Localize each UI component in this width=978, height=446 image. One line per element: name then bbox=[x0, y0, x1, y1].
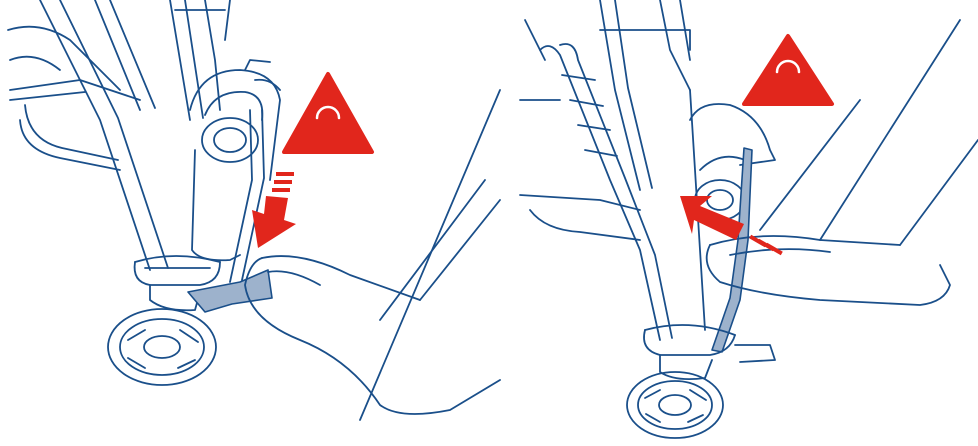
wheel-right bbox=[627, 372, 723, 438]
wheel-left bbox=[108, 309, 216, 385]
brake-pedal-highlight bbox=[188, 270, 272, 312]
warning-triangle-icon bbox=[284, 74, 372, 152]
release-lever-highlight bbox=[712, 148, 752, 352]
press-down-arrow bbox=[252, 172, 296, 248]
warning-triangle-icon bbox=[744, 36, 832, 104]
wheel-fork-right bbox=[644, 325, 775, 379]
panel-brake-engage bbox=[8, 0, 500, 420]
brake-housing-left bbox=[190, 60, 280, 282]
stroller-frame-left bbox=[8, 0, 230, 270]
panel-brake-release bbox=[520, 0, 978, 438]
foot-left bbox=[245, 90, 500, 420]
stroller-frame-right bbox=[520, 0, 690, 340]
